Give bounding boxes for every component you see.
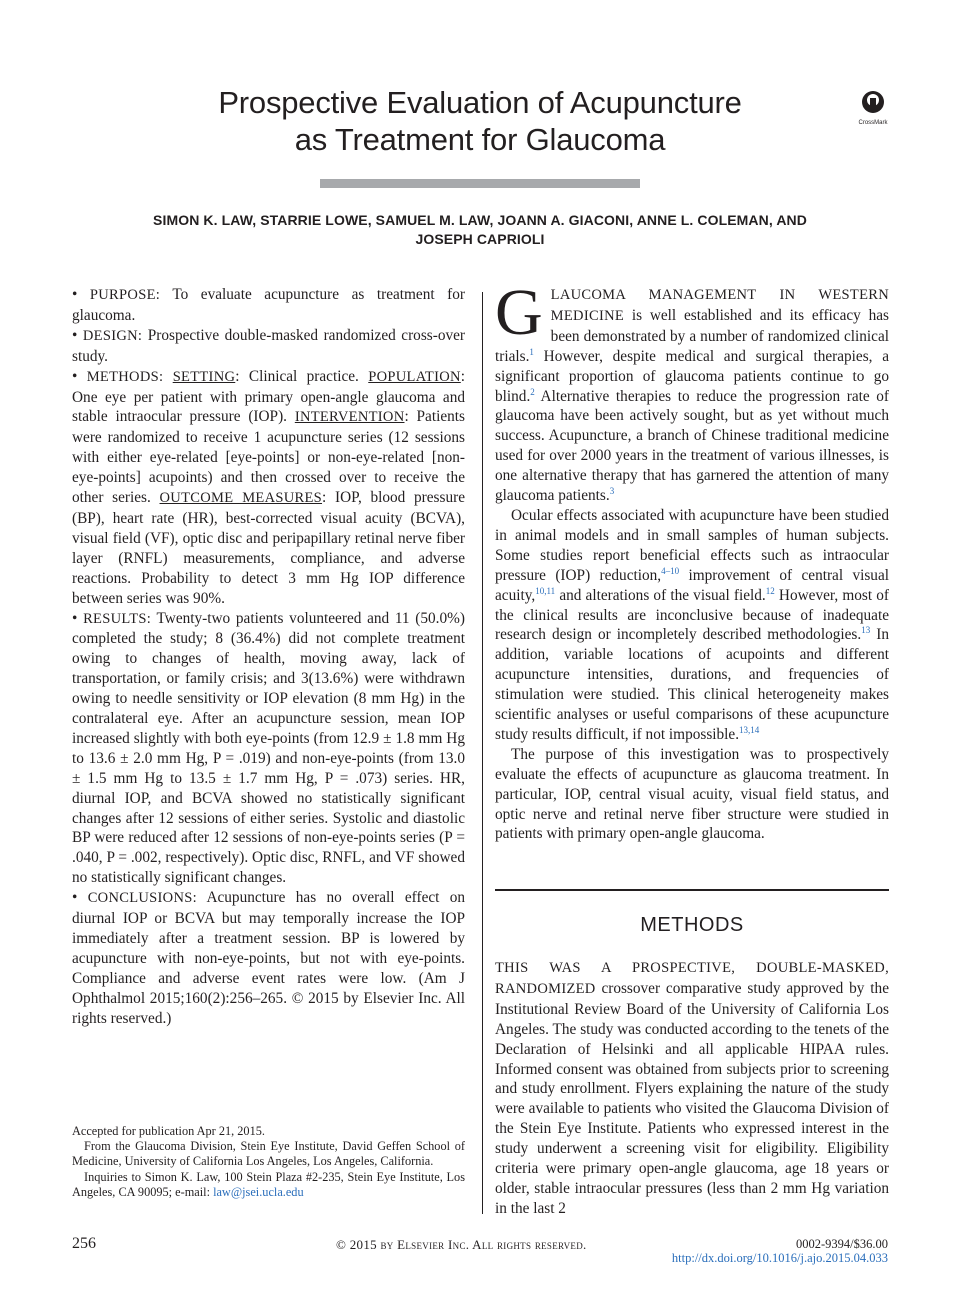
citation-link[interactable]: 13 xyxy=(861,625,871,636)
author-list: SIMON K. LAW, STARRIE LOWE, SAMUEL M. LA… xyxy=(80,211,880,249)
outcome-text: IOP, blood pressure (BP), heart rate (HR… xyxy=(72,489,465,607)
intro-text: improvement of central visual acuity, xyxy=(495,566,889,604)
setting-label: SETTING xyxy=(172,368,236,385)
article-title: Prospective Evaluation of Acupuncture as… xyxy=(150,84,810,158)
intervention-text: Patients were randomized to receive 1 ac… xyxy=(72,408,465,507)
authors-line-1: SIMON K. LAW, STARRIE LOWE, SAMUEL M. LA… xyxy=(153,212,807,228)
crossmark-badge[interactable]: CrossMark xyxy=(858,90,888,126)
setting-text: Clinical practice. xyxy=(248,367,359,385)
intro-text: In addition, variable locations of acupo… xyxy=(495,626,889,743)
methods-heading: METHODS xyxy=(640,914,744,936)
citation-link[interactable]: 3 xyxy=(609,486,615,497)
column-divider xyxy=(482,292,483,1214)
outcome-label: OUTCOME MEASURES xyxy=(159,490,323,507)
abstract-conclusions: • CONCLUSIONS: Acupuncture has no overal… xyxy=(72,889,466,1027)
email-link[interactable]: law@jsei.ucla.edu xyxy=(213,1184,304,1199)
intro-paragraph-2: Ocular effects associated with acupunctu… xyxy=(495,506,889,745)
abstract-design: • DESIGN: Prospective double-masked rand… xyxy=(72,326,466,365)
drop-cap: G xyxy=(495,276,543,349)
citation-link[interactable]: 4–10 xyxy=(661,565,680,576)
page-number: 256 xyxy=(72,1235,96,1252)
intro-text: Alternative therapies to reduce the prog… xyxy=(495,387,889,505)
title-line-2: as Treatment for Glaucoma xyxy=(294,122,666,157)
intro-text: Ocular effects associated with acupunctu… xyxy=(495,506,889,584)
intro-text: However, despite medical and surgical th… xyxy=(495,347,889,405)
methods-lead: THIS WAS A PROSPECTIVE, DOUBLE-MASKED, R… xyxy=(495,960,889,997)
purpose-label: PURPOSE: xyxy=(89,287,161,303)
abstract-purpose: • PURPOSE: To evaluate acupuncture as tr… xyxy=(72,286,465,324)
citation-link[interactable]: 1 xyxy=(529,346,534,357)
intro-text: is well established and its efficacy has… xyxy=(495,306,889,365)
intervention-label: INTERVENTION xyxy=(294,409,405,426)
methods-section: THIS WAS A PROSPECTIVE, DOUBLE-MASKED, R… xyxy=(495,958,889,1219)
design-label: DESIGN: xyxy=(82,327,143,344)
crossmark-icon xyxy=(862,91,884,113)
crossmark-label: CrossMark xyxy=(858,120,888,126)
intro-paragraph-3: The purpose of this investigation was to… xyxy=(495,745,889,843)
abstract-methods: • METHODS: SETTING: Clinical practice. P… xyxy=(72,367,466,607)
intro-text: However, most of the clinical results ar… xyxy=(495,586,890,644)
abstract-results: • RESULTS: Twenty-two patients volunteer… xyxy=(72,609,465,887)
citation-link[interactable]: 13,14 xyxy=(739,724,760,735)
methods-label: METHODS: xyxy=(86,368,164,385)
methods-text: crossover comparative study approved by … xyxy=(495,979,889,1217)
methods-paragraph: THIS WAS A PROSPECTIVE, DOUBLE-MASKED, R… xyxy=(495,958,889,1219)
results-label: RESULTS: xyxy=(83,610,152,627)
intro-text: and alterations of the visual field. xyxy=(559,586,766,604)
abstract: • PURPOSE: To evaluate acupuncture as tr… xyxy=(72,285,465,1029)
inquiries-text: Inquiries to Simon K. Law, 100 Stein Pla… xyxy=(72,1169,465,1199)
citation-link[interactable]: 10,11 xyxy=(535,585,556,596)
population-label: POPULATION xyxy=(368,368,461,385)
citation-link[interactable]: 2 xyxy=(530,386,535,397)
title-rule xyxy=(320,179,640,188)
accepted-note: Accepted for publication Apr 21, 2015. xyxy=(72,1124,265,1138)
design-text: Prospective double-masked randomized cro… xyxy=(72,326,466,365)
conclusions-label: CONCLUSIONS: xyxy=(87,890,197,907)
authors-line-2: JOSEPH CAPRIOLI xyxy=(415,231,545,247)
inquiries-note: Inquiries to Simon K. Law, 100 Stein Pla… xyxy=(72,1170,465,1200)
footnotes: Accepted for publication Apr 21, 2015. F… xyxy=(72,1124,465,1200)
section-rule xyxy=(495,889,889,891)
affiliation-note: From the Glaucoma Division, Stein Eye In… xyxy=(72,1139,465,1169)
intro-lead: LAUCOMA MANAGEMENT IN WESTERN MEDICINE xyxy=(550,287,889,324)
conclusions-text: Acupuncture has no overall effect on diu… xyxy=(72,889,466,1027)
copyright-notice: © 2015 by Elsevier Inc. All rights reser… xyxy=(336,1237,587,1252)
citation-link[interactable]: 12 xyxy=(765,585,775,596)
results-text: Twenty-two patients volunteered and 11 (… xyxy=(72,609,465,887)
doi-link[interactable]: http://dx.doi.org/10.1016/j.ajo.2015.04.… xyxy=(671,1251,888,1265)
population-text: One eye per patient with primary open-an… xyxy=(72,388,465,426)
title-line-1: Prospective Evaluation of Acupuncture xyxy=(218,85,742,120)
issn-price: 0002-9394/$36.00 xyxy=(795,1237,888,1251)
purpose-text: To evaluate acupuncture as treatment for… xyxy=(72,286,465,324)
